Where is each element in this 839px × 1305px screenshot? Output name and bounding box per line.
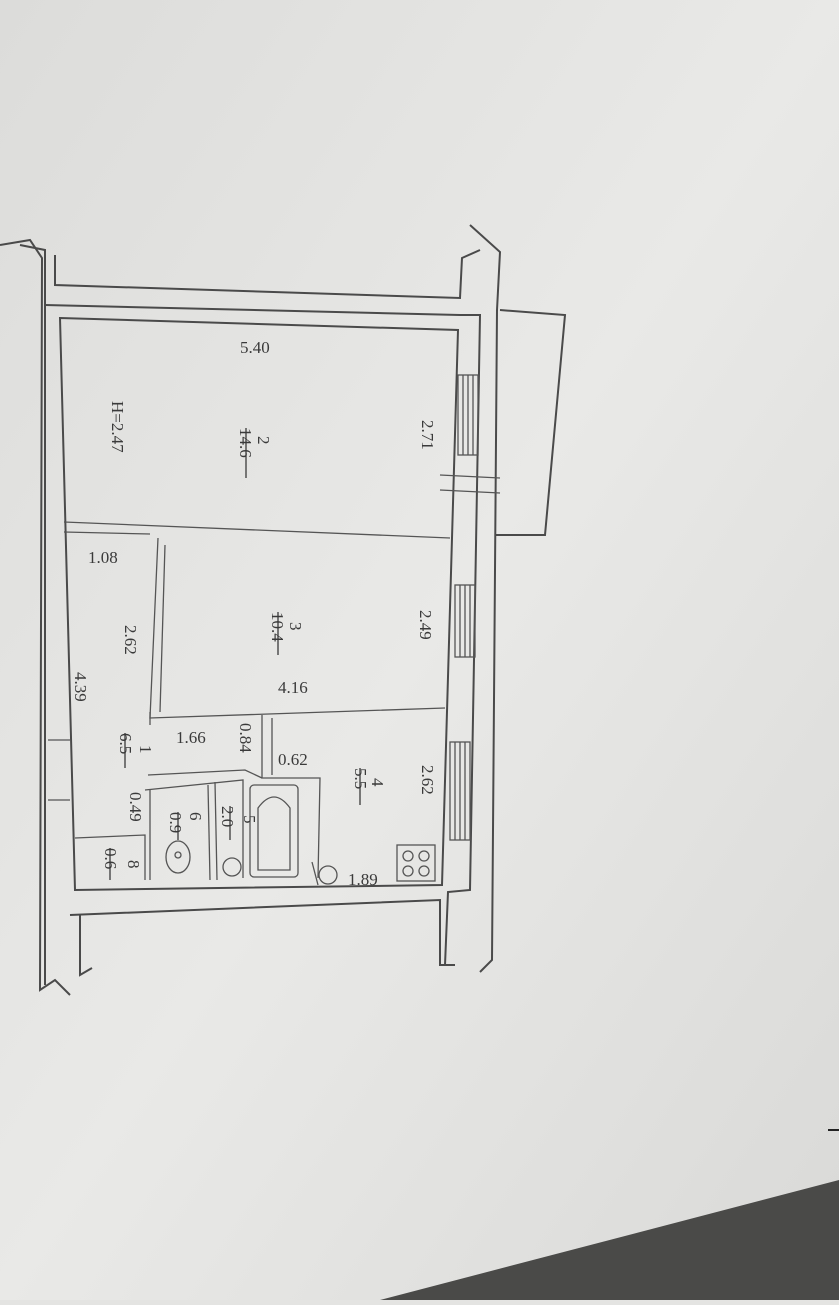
room-1-area: 6.5 — [116, 733, 135, 754]
room-4-number: 4 — [368, 778, 387, 787]
ceiling-height: H=2.47 — [108, 401, 127, 453]
windows — [48, 374, 501, 841]
dim-kitchen-length: 1.89 — [348, 870, 378, 889]
dim-room3-depth: 2.62 — [121, 625, 140, 655]
room-8-area: 0.6 — [101, 848, 120, 869]
dim-wall-062: 0.62 — [278, 750, 308, 769]
dim-closet-049: 0.49 — [126, 792, 145, 822]
dim-hall-length: 4.39 — [71, 672, 90, 702]
room-8-number: 8 — [124, 860, 143, 869]
bathtub-inner-icon — [257, 796, 291, 871]
room-2-number: 2 — [254, 436, 273, 445]
stove-icon — [396, 844, 436, 882]
room-2-area: 14.6 — [236, 428, 255, 458]
fixtures — [165, 784, 436, 885]
dim-room2-length: 5.40 — [240, 338, 270, 357]
dim-room2-width: 2.71 — [418, 420, 437, 450]
room-3-number: 3 — [286, 622, 305, 631]
sink-icon — [222, 857, 242, 877]
dim-corridor: 1.66 — [176, 728, 206, 747]
dim-room3-length: 4.16 — [278, 678, 308, 697]
carpet-background — [380, 1180, 839, 1300]
room-1-number: 1 — [136, 745, 155, 754]
dim-kitchen-width: 2.62 — [418, 765, 437, 795]
room-6-area: 0.9 — [166, 812, 185, 833]
room-5-area: 2.0 — [218, 806, 237, 827]
room-3-area: 10.4 — [268, 612, 287, 642]
apartment-outline — [58, 316, 460, 892]
dim-room3-width: 2.49 — [416, 610, 435, 640]
dim-hall-width: 1.08 — [88, 548, 118, 567]
labels: 5.40 H=2.47 2.71 2 14.6 1.08 2.49 3 10.4… — [71, 338, 437, 889]
room-5-number: 5 — [240, 815, 259, 824]
room-4-area: 5.5 — [351, 768, 370, 789]
dim-wall-084: 0.84 — [236, 723, 255, 753]
room-6-number: 6 — [186, 812, 205, 821]
toilet-icon — [165, 840, 191, 874]
bathtub-icon — [249, 784, 299, 878]
kitchen-sink-icon — [318, 865, 338, 885]
